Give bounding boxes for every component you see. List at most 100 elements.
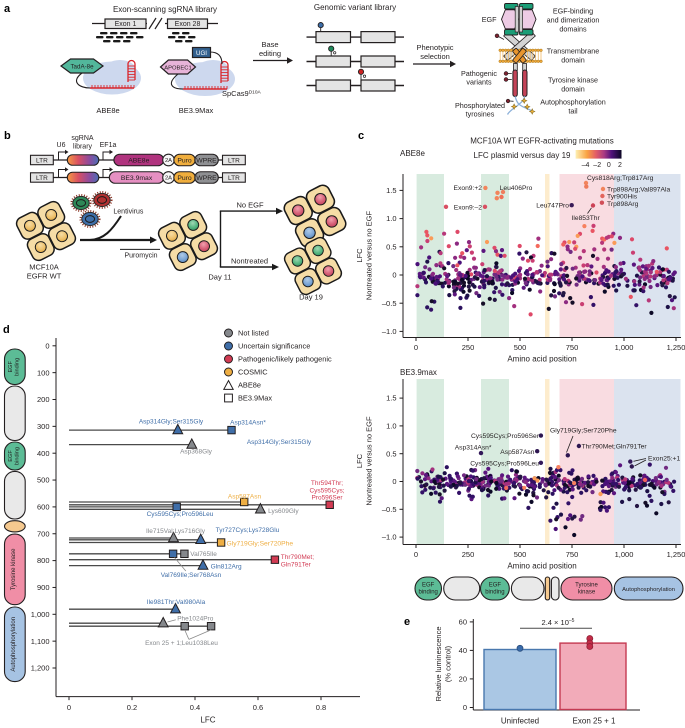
svg-text:LTR: LTR: [228, 157, 240, 164]
svg-text:Cys595Cys;Pro596Ser: Cys595Cys;Pro596Ser: [471, 433, 540, 440]
svg-text:a: a: [4, 3, 11, 15]
svg-text:0: 0: [414, 343, 418, 352]
svg-text:Ile853Thr: Ile853Thr: [572, 215, 601, 222]
svg-text:100: 100: [37, 368, 50, 377]
svg-text:300: 300: [37, 422, 50, 431]
svg-text:0: 0: [392, 477, 396, 486]
svg-text:Day 11: Day 11: [208, 273, 231, 282]
svg-text:Exon-scanning sgRNA library: Exon-scanning sgRNA library: [113, 5, 217, 14]
svg-text:SpCas9D10A: SpCas9D10A: [222, 89, 261, 98]
svg-text:20: 20: [459, 675, 467, 684]
svg-text:domain: domain: [561, 85, 585, 94]
svg-text:Trp898Arg: Trp898Arg: [607, 201, 639, 208]
svg-text:tyrosines: tyrosines: [466, 110, 495, 119]
svg-text:Leu406Pro: Leu406Pro: [500, 185, 533, 192]
svg-text:Exon25:+1: Exon25:+1: [648, 456, 680, 463]
svg-text:Gly719Gly;Ser720Phe: Gly719Gly;Ser720Phe: [227, 540, 294, 547]
svg-text:(% control): (% control): [444, 645, 453, 682]
svg-text:EGF: EGF: [422, 583, 435, 589]
svg-text:Exon9:–2: Exon9:–2: [454, 204, 483, 211]
svg-text:EGF-binding: EGF-binding: [553, 7, 593, 16]
svg-text:Tyr727Cys;Lys728Glu: Tyr727Cys;Lys728Glu: [216, 527, 280, 534]
svg-text:binding: binding: [419, 590, 438, 596]
svg-text:0: 0: [45, 341, 49, 350]
svg-text:MCF10A: MCF10A: [29, 263, 59, 272]
svg-text:editing: editing: [259, 49, 281, 58]
svg-text:Val765Ile: Val765Ile: [190, 551, 217, 558]
svg-text:c: c: [358, 130, 364, 142]
svg-text:0.8: 0.8: [316, 703, 326, 712]
svg-text:EF1a: EF1a: [100, 142, 117, 149]
svg-text:1,250: 1,250: [667, 550, 685, 559]
svg-text:and dimerization: and dimerization: [547, 16, 600, 25]
svg-text:0: 0: [607, 162, 611, 169]
svg-text:750: 750: [566, 343, 579, 352]
svg-text:Phenotypic: Phenotypic: [416, 43, 453, 52]
svg-text:Base: Base: [261, 40, 278, 49]
svg-text:900: 900: [37, 583, 50, 592]
svg-text:250: 250: [462, 343, 475, 352]
svg-text:1,000: 1,000: [31, 610, 50, 619]
svg-text:Gln812Arg: Gln812Arg: [211, 563, 242, 570]
svg-text:No EGF: No EGF: [236, 201, 264, 210]
svg-text:BE3.9max: BE3.9max: [400, 368, 437, 377]
svg-text:Cys595Cys;: Cys595Cys;: [309, 487, 344, 494]
svg-text:–1.0: –1.0: [382, 533, 397, 542]
svg-text:Uninfected: Uninfected: [501, 717, 539, 726]
svg-text:d: d: [3, 324, 10, 336]
svg-text:Tyrosine: Tyrosine: [575, 583, 598, 589]
svg-text:Asp314Asn*: Asp314Asn*: [230, 420, 266, 427]
svg-text:TadA-8e: TadA-8e: [70, 64, 94, 71]
svg-text:LFC: LFC: [355, 453, 364, 468]
svg-text:e: e: [404, 616, 410, 628]
svg-text:Puro: Puro: [177, 157, 192, 164]
svg-text:400: 400: [37, 449, 50, 458]
svg-text:Lentivirus: Lentivirus: [113, 209, 143, 216]
svg-text:b: b: [4, 130, 11, 142]
svg-text:EGF: EGF: [482, 15, 497, 24]
svg-text:Nontreated versus no EGF: Nontreated versus no EGF: [365, 210, 374, 300]
svg-text:750: 750: [566, 550, 579, 559]
svg-text:binding: binding: [14, 358, 20, 376]
svg-text:APOBEC1: APOBEC1: [164, 65, 191, 71]
svg-text:Asp314Gly;Ser315Gly: Asp314Gly;Ser315Gly: [139, 419, 204, 426]
svg-text:Ile715Val;Lys716Gly: Ile715Val;Lys716Gly: [146, 528, 206, 535]
svg-text:Exon 25 + 1;Leu1038Leu: Exon 25 + 1;Leu1038Leu: [145, 640, 218, 647]
svg-text:MCF10A WT EGFR-activating muta: MCF10A WT EGFR-activating mutations: [470, 137, 613, 146]
svg-text:2A: 2A: [165, 176, 172, 182]
svg-text:Cys595Cys;Pro596Leu: Cys595Cys;Pro596Leu: [470, 460, 539, 467]
svg-text:UGI: UGI: [196, 50, 207, 57]
svg-text:Genomic variant library: Genomic variant library: [314, 3, 396, 12]
svg-text:1,100: 1,100: [31, 637, 50, 646]
svg-text:250: 250: [462, 550, 475, 559]
svg-text:Uncertain significance: Uncertain significance: [238, 342, 310, 351]
svg-text:–0.5: –0.5: [382, 299, 397, 308]
svg-text:500: 500: [514, 343, 527, 352]
svg-text:Nontreated versus no EGF: Nontreated versus no EGF: [365, 416, 374, 506]
svg-text:LTR: LTR: [36, 175, 48, 182]
svg-text:1.0: 1.0: [386, 422, 396, 431]
svg-text:Lys609Gly: Lys609Gly: [268, 508, 299, 515]
svg-text:1.5: 1.5: [386, 186, 396, 195]
svg-text:0: 0: [414, 550, 418, 559]
svg-text:LTR: LTR: [36, 157, 48, 164]
svg-text:Pro596Ser: Pro596Ser: [311, 495, 343, 502]
svg-text:Exon 28: Exon 28: [175, 21, 201, 28]
svg-text:–2: –2: [593, 162, 601, 169]
svg-text:variants: variants: [466, 78, 492, 87]
svg-text:60: 60: [459, 618, 467, 627]
svg-text:Asp587Asn: Asp587Asn: [228, 494, 262, 501]
svg-text:Asp314Asn*: Asp314Asn*: [455, 444, 492, 451]
svg-text:BE3.9Max: BE3.9Max: [238, 394, 272, 403]
svg-text:Asp368Gly: Asp368Gly: [180, 449, 213, 456]
svg-text:Puro: Puro: [177, 175, 192, 182]
svg-text:1,000: 1,000: [615, 550, 634, 559]
svg-text:1.5: 1.5: [386, 394, 396, 403]
svg-text:Exon9:+2: Exon9:+2: [454, 185, 483, 192]
svg-text:Nontreated: Nontreated: [231, 257, 268, 266]
svg-text:domains: domains: [559, 25, 587, 34]
svg-text:Puromycin: Puromycin: [124, 253, 157, 260]
svg-text:1,000: 1,000: [615, 343, 634, 352]
svg-text:–4: –4: [582, 162, 590, 169]
svg-text:0.5: 0.5: [386, 449, 396, 458]
